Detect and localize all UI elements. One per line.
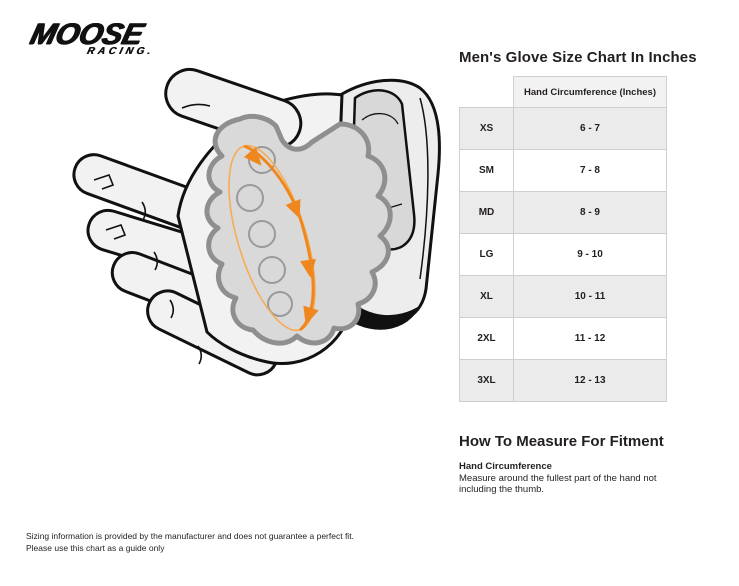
disclaimer-line-2: Please use this chart as a guide only	[26, 543, 165, 553]
table-row: XS 6 - 7	[459, 107, 667, 150]
disclaimer-line-1: Sizing information is provided by the ma…	[26, 531, 354, 541]
palm-pad	[204, 113, 393, 346]
fitment-section: How To Measure For Fitment Hand Circumfe…	[459, 433, 677, 495]
table-row: 3XL 12 - 13	[459, 359, 667, 402]
blank-header-cell	[459, 76, 514, 108]
glove-palm-diagram	[72, 67, 441, 377]
size-chart-title: Men's Glove Size Chart In Inches	[459, 49, 697, 66]
size-range: 6 - 7	[513, 107, 667, 150]
size-range: 7 - 8	[513, 149, 667, 192]
sizing-disclaimer: Sizing information is provided by the ma…	[26, 530, 354, 554]
table-row: LG 9 - 10	[459, 233, 667, 276]
glove-illustration	[50, 64, 445, 399]
size-range: 9 - 10	[513, 233, 667, 276]
measurement-loop	[228, 144, 319, 332]
table-row: SM 7 - 8	[459, 149, 667, 192]
table-row: MD 8 - 9	[459, 191, 667, 234]
size-label: 3XL	[459, 359, 514, 402]
pad-perforations	[236, 146, 293, 317]
finger-detail-lines	[93, 174, 203, 365]
size-label: LG	[459, 233, 514, 276]
size-label: XS	[459, 107, 514, 150]
size-label: XL	[459, 275, 514, 318]
fitment-title: How To Measure For Fitment	[459, 433, 664, 450]
table-row: 2XL 11 - 12	[459, 317, 667, 360]
measure-label: Hand Circumference	[459, 461, 552, 472]
table-row: XL 10 - 11	[459, 275, 667, 318]
hand-circumference-header: Hand Circumference (Inches)	[513, 76, 667, 108]
measure-instructions: Measure around the fullest part of the h…	[459, 473, 657, 495]
size-label: SM	[459, 149, 514, 192]
size-range: 10 - 11	[513, 275, 667, 318]
size-chart-table: Hand Circumference (Inches) XS 6 - 7 SM …	[459, 76, 667, 402]
size-range: 12 - 13	[513, 359, 667, 402]
size-label: MD	[459, 191, 514, 234]
moose-racing-logo: MOOSE RACING.	[25, 18, 164, 57]
size-range: 11 - 12	[513, 317, 667, 360]
size-range: 8 - 9	[513, 191, 667, 234]
size-label: 2XL	[459, 317, 514, 360]
measurement-arrows	[243, 146, 319, 326]
table-header-row: Hand Circumference (Inches)	[459, 76, 667, 108]
